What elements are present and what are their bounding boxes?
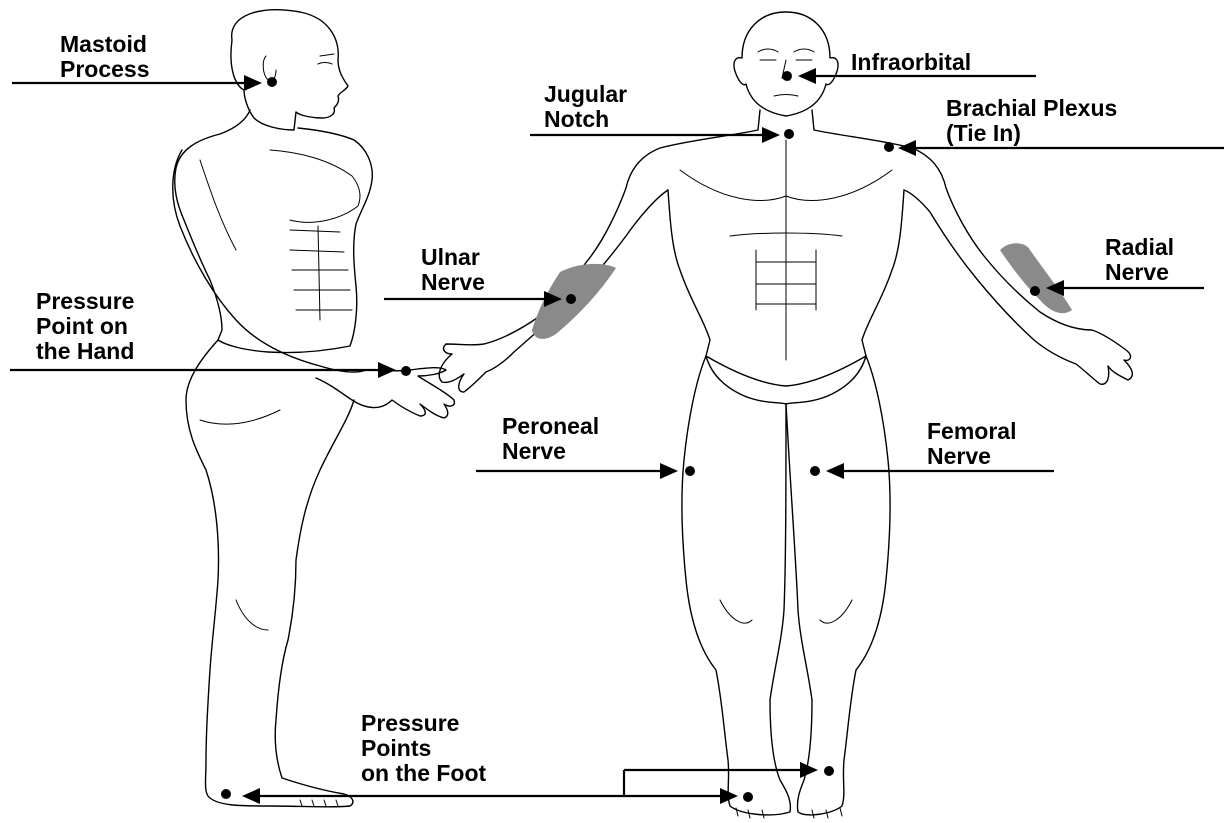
infraorbital-point: [782, 71, 792, 81]
foot-point-front-left: [743, 792, 753, 802]
hand-pressure-point-label: Pressure Point on the Hand: [36, 289, 134, 364]
side-view-figure: [173, 10, 455, 807]
jugular-notch-label: Jugular Notch: [544, 82, 627, 132]
femoral-point: [810, 466, 820, 476]
peroneal-nerve-label: Peroneal Nerve: [502, 414, 599, 464]
infraorbital-label: Infraorbital: [851, 50, 971, 75]
peroneal-point: [685, 466, 695, 476]
femoral-nerve-label: Femoral Nerve: [927, 419, 1016, 469]
brachial-point: [884, 142, 894, 152]
hand-point: [401, 366, 411, 376]
mastoid-point: [267, 77, 277, 87]
foot-point-side: [221, 789, 231, 799]
brachial-plexus-label: Brachial Plexus (Tie In): [946, 96, 1117, 146]
ulnar-point: [566, 294, 576, 304]
foot-pressure-points-label: Pressure Points on the Foot: [361, 711, 486, 786]
radial-point: [1030, 286, 1040, 296]
jugular-point: [784, 129, 794, 139]
radial-nerve-label: Radial Nerve: [1105, 235, 1174, 285]
mastoid-process-label: Mastoid Process: [60, 32, 150, 82]
foot-point-front-right: [824, 766, 834, 776]
pressure-point-markers: [221, 71, 1040, 802]
ulnar-nerve-label: Ulnar Nerve: [421, 245, 485, 295]
